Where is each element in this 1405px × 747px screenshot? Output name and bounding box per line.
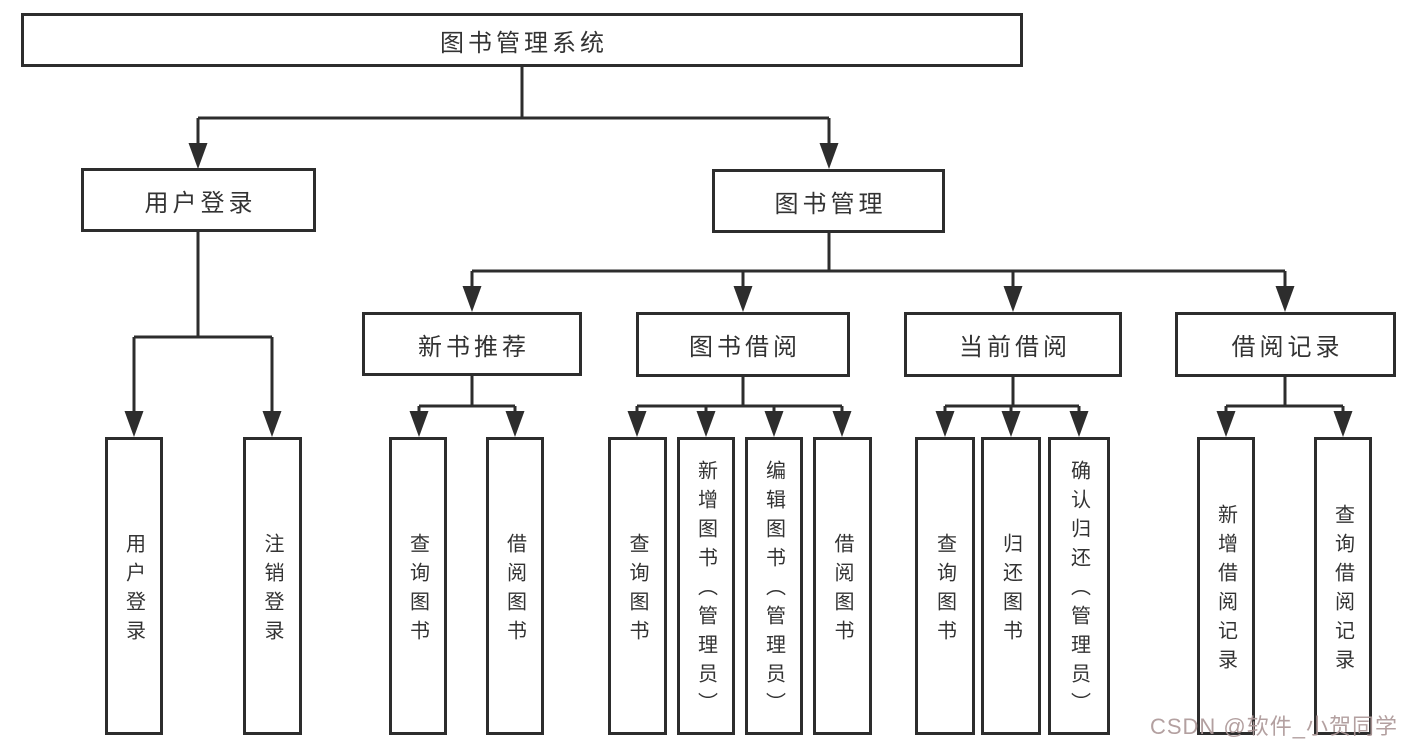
leaf-user-login: 用户登录: [105, 437, 163, 735]
arrow-down-icon: [124, 411, 144, 437]
arrowheads: [124, 143, 1353, 437]
arrow-down-icon: [1275, 286, 1295, 312]
node-book-management: 图书管理: [712, 169, 945, 233]
arrow-down-icon: [1001, 411, 1021, 437]
node-library-management-system: 图书管理系统: [21, 13, 1023, 67]
leaf-query-books-2: 查询图书: [608, 437, 667, 735]
leaf-add-book-admin: 新增图书（管理员）: [677, 437, 735, 735]
node-new-book-recommend: 新书推荐: [362, 312, 582, 376]
leaf-borrow-books-2: 借阅图书: [813, 437, 872, 735]
connector-book-borrow-children: [635, 376, 844, 413]
arrow-down-icon: [935, 411, 955, 437]
connector-user-login-children: [132, 232, 274, 413]
leaf-return-books: 归还图书: [981, 437, 1041, 735]
leaf-query-books-1: 查询图书: [389, 437, 447, 735]
connector-borrow-records-children: [1224, 377, 1345, 413]
arrow-down-icon: [1069, 411, 1089, 437]
leaf-edit-book-admin: 编辑图书（管理员）: [745, 437, 803, 735]
arrow-down-icon: [627, 411, 647, 437]
leaf-query-books-3: 查询图书: [915, 437, 975, 735]
arrow-down-icon: [832, 411, 852, 437]
leaf-add-borrow-record: 新增借阅记录: [1197, 437, 1255, 735]
arrow-down-icon: [409, 411, 429, 437]
leaf-borrow-books-1: 借阅图书: [486, 437, 544, 735]
arrow-down-icon: [819, 143, 839, 169]
arrow-down-icon: [696, 411, 716, 437]
arrow-down-icon: [1003, 286, 1023, 312]
leaf-query-borrow-record: 查询借阅记录: [1314, 437, 1372, 735]
leaf-confirm-return-admin: 确认归还（管理员）: [1048, 437, 1110, 735]
watermark: CSDN @软件_小贺同学: [1149, 714, 1398, 739]
node-current-borrow: 当前借阅: [904, 312, 1122, 377]
arrow-down-icon: [1216, 411, 1236, 437]
leaf-logout: 注销登录: [243, 437, 302, 735]
arrow-down-icon: [764, 411, 784, 437]
arrow-down-icon: [188, 143, 208, 169]
arrow-down-icon: [505, 411, 525, 437]
connector-root-to-level2: [196, 65, 831, 146]
connector-new-book-children: [417, 376, 517, 413]
arrow-down-icon: [733, 286, 753, 312]
arrow-down-icon: [262, 411, 282, 437]
connector-book-management-groups: [470, 233, 1287, 288]
connector-current-borrow-children: [943, 376, 1081, 413]
node-borrow-records: 借阅记录: [1175, 312, 1396, 377]
arrow-down-icon: [462, 286, 482, 312]
arrow-down-icon: [1333, 411, 1353, 437]
node-book-borrow: 图书借阅: [636, 312, 850, 377]
node-user-login: 用户登录: [81, 168, 316, 232]
